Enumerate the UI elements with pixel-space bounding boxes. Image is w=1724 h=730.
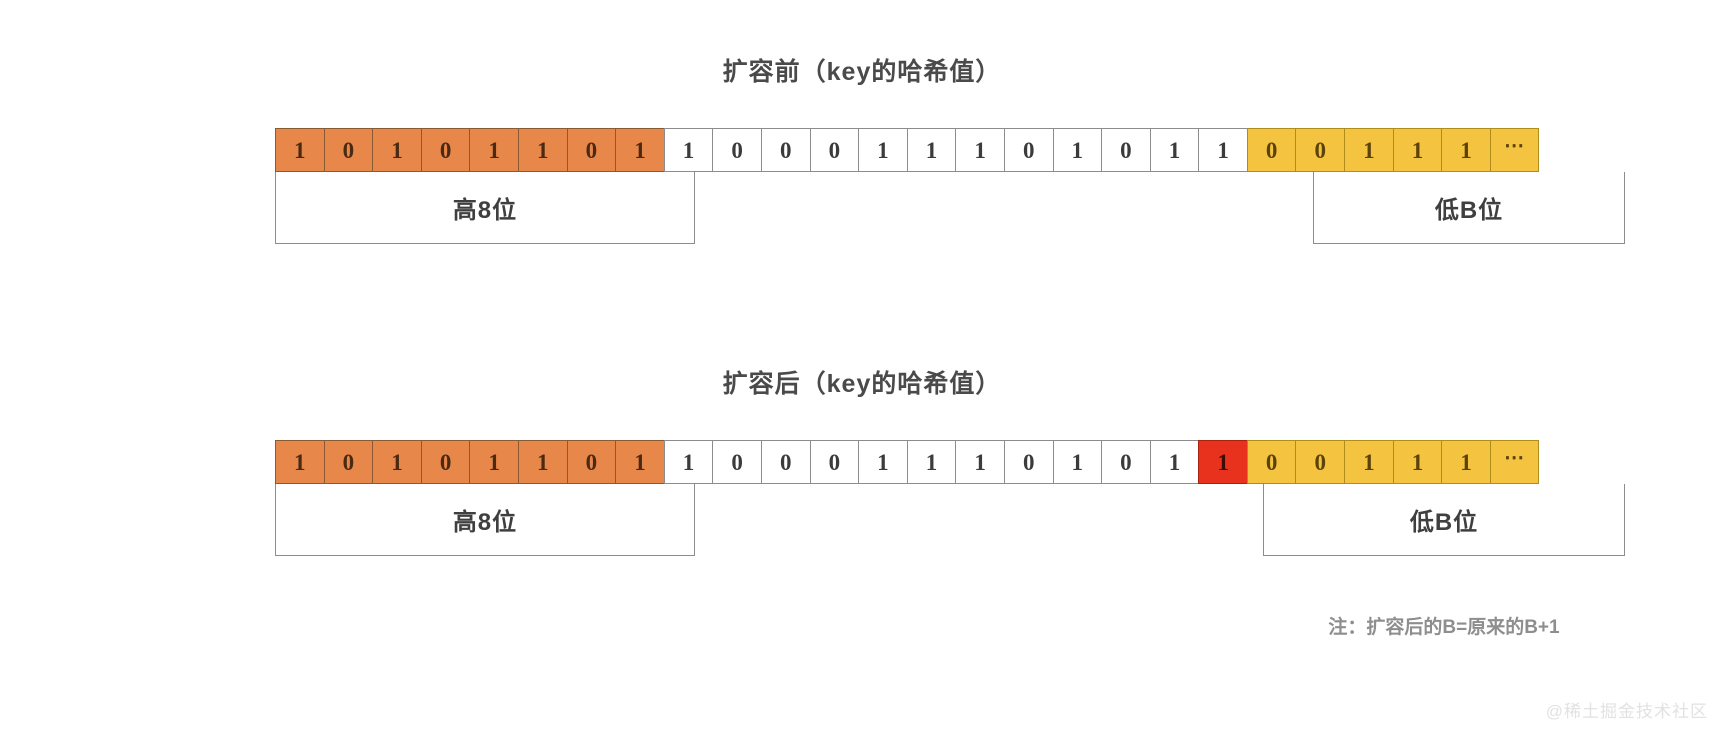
bit-mid: 1 [1149,440,1200,484]
bit-mid: 1 [955,440,1005,484]
bit-high: 0 [323,128,374,172]
bit-low: 1 [1344,440,1394,484]
high-bits-label-before: 高8位 [275,172,695,244]
bit-high: 0 [420,440,471,484]
bit-mid: 0 [1003,440,1054,484]
bit-ellipsis: ⋯ [1489,128,1540,172]
bit-ellipsis: ⋯ [1489,440,1540,484]
bit-low: 0 [1246,128,1297,172]
bit-mid: 0 [809,128,860,172]
bit-mid: 1 [663,128,714,172]
bit-mid: 1 [1149,128,1200,172]
bit-high: 1 [372,440,422,484]
bit-mid: 0 [1101,440,1151,484]
bit-mid: 1 [1052,440,1103,484]
bit-high: 1 [275,440,325,484]
bit-high: 0 [566,128,617,172]
bit-high: 1 [615,128,665,172]
bit-low: 0 [1246,440,1297,484]
bit-high: 1 [615,440,665,484]
bit-strip-before: 1 0 1 0 1 1 0 1 1 0 0 0 1 1 1 0 1 0 1 1 … [275,128,1540,172]
bit-mid: 0 [760,440,811,484]
bit-strip-after: 1 0 1 0 1 1 0 1 1 0 0 0 1 1 1 0 1 0 1 1 … [275,440,1540,484]
bit-mid: 0 [712,128,762,172]
bit-high: 0 [323,440,374,484]
section-title-after: 扩容后（key的哈希值） [722,370,1002,398]
low-bits-label-before: 低B位 [1313,172,1625,244]
bit-mid: 1 [906,440,957,484]
bit-mid: 1 [663,440,714,484]
bit-high: 1 [275,128,325,172]
bit-mid: 0 [809,440,860,484]
bit-high: 1 [517,128,568,172]
footnote: 注：扩容后的B=原来的B+1 [1328,617,1560,638]
bit-mid: 1 [1198,128,1248,172]
bit-low: 1 [1441,440,1491,484]
high-bits-label-after: 高8位 [275,484,695,556]
low-bits-label-after: 低B位 [1263,484,1625,556]
bit-newly-added: 1 [1198,440,1248,484]
section-title-before: 扩容前（key的哈希值） [722,58,1002,86]
bit-mid: 0 [760,128,811,172]
bit-high: 0 [420,128,471,172]
bit-high: 1 [372,128,422,172]
bit-low: 1 [1392,440,1443,484]
bit-high: 0 [566,440,617,484]
watermark: @稀土掘金技术社区 [1545,702,1708,721]
bit-mid: 1 [858,128,908,172]
bit-mid: 0 [1003,128,1054,172]
bit-high: 1 [469,440,519,484]
bit-low: 0 [1295,440,1346,484]
bit-mid: 1 [906,128,957,172]
bit-low: 1 [1441,128,1491,172]
bit-mid: 0 [1101,128,1151,172]
bit-high: 1 [469,128,519,172]
bit-mid: 1 [955,128,1005,172]
bit-low: 0 [1295,128,1346,172]
bit-mid: 1 [1052,128,1103,172]
bit-low: 1 [1392,128,1443,172]
bit-mid: 1 [858,440,908,484]
bit-high: 1 [517,440,568,484]
bit-mid: 0 [712,440,762,484]
bit-low: 1 [1344,128,1394,172]
